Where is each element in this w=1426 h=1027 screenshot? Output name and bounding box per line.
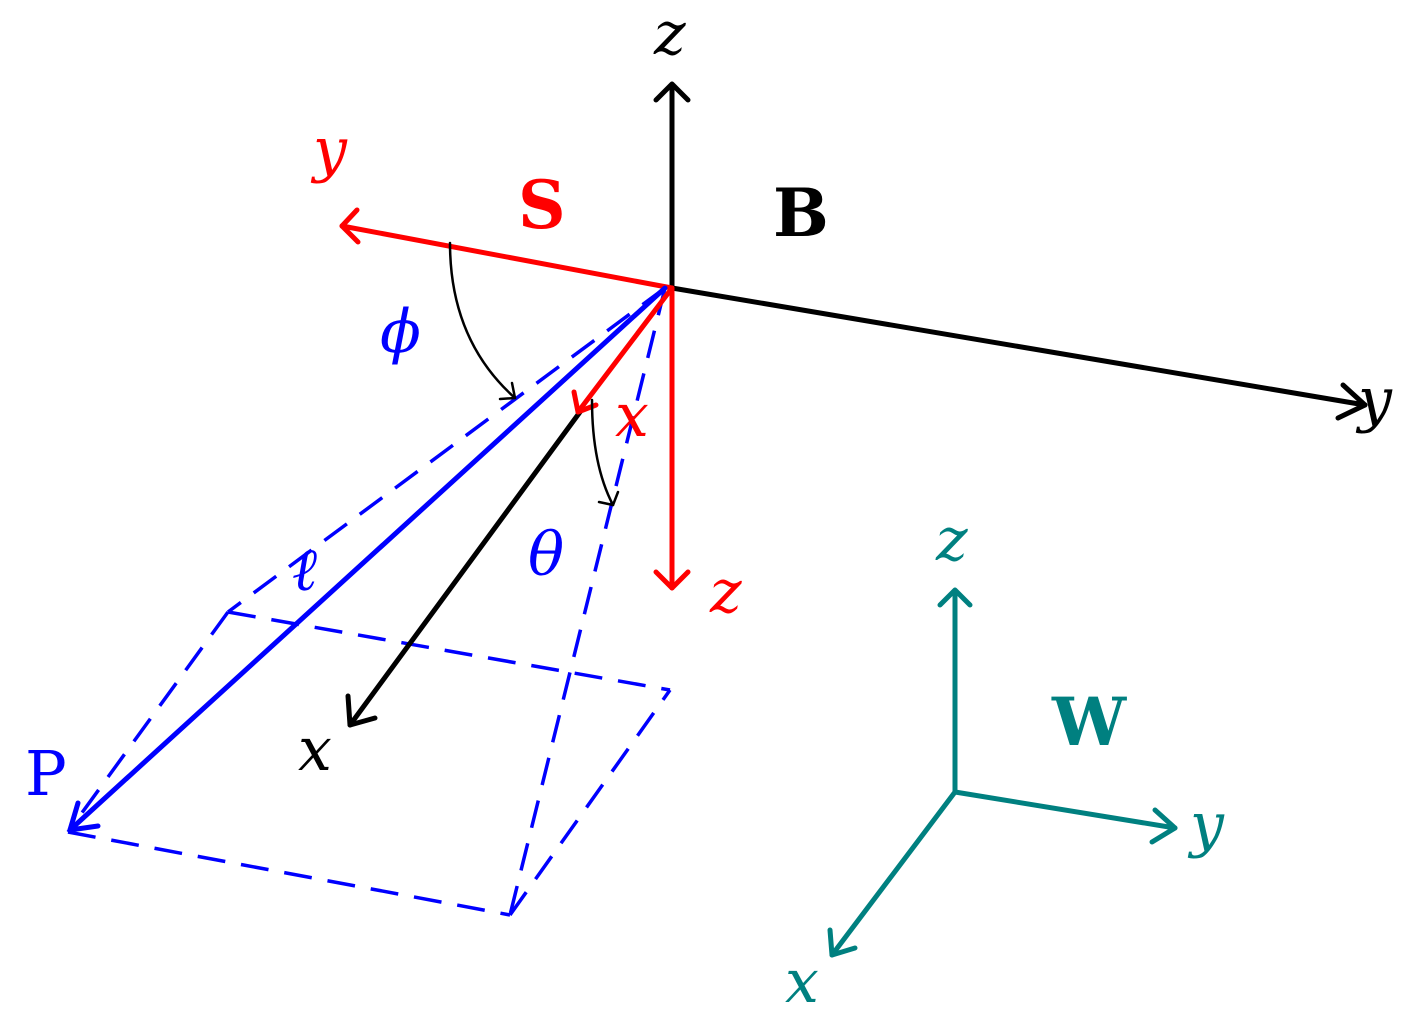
azimuth-arrowhead-icon [498, 381, 517, 401]
body-y-label: y [1355, 365, 1393, 435]
range-vector [67, 285, 668, 833]
world-z-arrowhead-icon [937, 587, 973, 608]
world-y-arrowhead-icon [1149, 807, 1178, 845]
range-label: ℓ [292, 535, 317, 605]
sensor-y-arrowhead-icon [339, 207, 361, 245]
azimuth-label: ϕ [380, 297, 421, 367]
world-y-axis [952, 789, 1178, 831]
body-x-arrowhead-icon [345, 693, 378, 728]
dashed-edge-left-to-point [66, 610, 230, 834]
azimuth-arc [448, 241, 517, 400]
world-x-label: x [785, 947, 819, 1017]
range-vector-arrowhead-icon [67, 800, 101, 833]
world-frame-name: W [1051, 683, 1127, 761]
world-x-arrowhead-icon [827, 927, 858, 958]
body-y-arrowhead-icon [1335, 382, 1368, 421]
elevation-label: θ [528, 520, 564, 590]
dashed-edge-origin-to-bottom [508, 287, 667, 916]
angle-arcs [448, 241, 620, 507]
sensor-y-label: y [310, 115, 348, 185]
body-z-label: z [653, 0, 686, 69]
body-z-arrowhead-icon [653, 81, 691, 103]
body-x-label: x [298, 715, 332, 785]
dashed-edge-bottom-to-right [508, 688, 672, 917]
body-x-axis [347, 409, 583, 728]
dashed-edge-point-to-bottom [67, 830, 511, 917]
point-name: P [25, 737, 67, 810]
sensor-z-label: z [709, 557, 742, 627]
body-frame [345, 81, 1368, 728]
sensor-z-arrowhead-icon [653, 569, 691, 591]
sensor-x-axis [575, 285, 675, 415]
world-frame [827, 587, 1178, 958]
body-y-axis [669, 285, 1368, 408]
elevation-arc [590, 398, 615, 507]
sensor-y-axis [339, 223, 675, 291]
range-vector-line [67, 285, 668, 833]
sensor-x-arrowhead-icon [571, 389, 599, 415]
elevation-arrowhead-icon [597, 490, 620, 507]
dashed-edge-origin-to-left [226, 286, 667, 614]
sensor-frame [339, 207, 691, 591]
dashed-edge-left-to-right [227, 610, 671, 692]
sensor-x-label: x [615, 381, 649, 451]
projection-dashed-box [66, 286, 672, 917]
body-frame-name: B [773, 174, 829, 252]
world-x-axis [829, 789, 958, 958]
world-z-label: z [935, 505, 968, 575]
world-y-label: y [1187, 790, 1225, 860]
sensor-frame-name: S [518, 166, 566, 244]
